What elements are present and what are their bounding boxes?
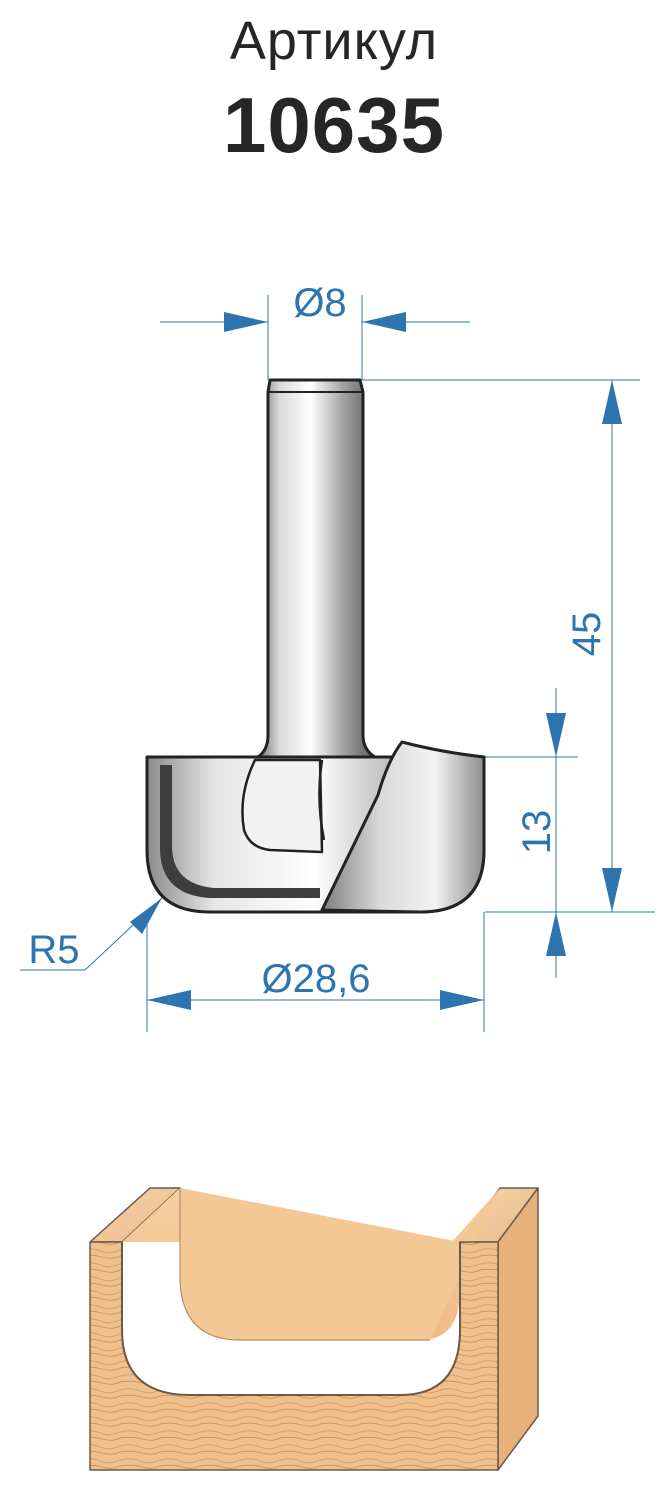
bit-flute [241, 758, 324, 854]
wood-profile [89, 1187, 539, 1471]
cutting-height-label: 13 [515, 810, 559, 855]
dimension-lines [20, 295, 655, 1032]
cutter-diameter-label: Ø28,6 [262, 957, 371, 1001]
article-number: 10635 [223, 81, 445, 169]
bit-blade [320, 740, 486, 914]
router-bit [145, 378, 486, 914]
bit-shank [256, 378, 377, 759]
dimension-arrows [130, 312, 622, 1010]
article-label: Артикул [229, 11, 439, 71]
shank-diameter-label: Ø8 [293, 281, 346, 325]
total-length-label: 45 [565, 612, 609, 657]
radius-label: R5 [28, 928, 79, 972]
